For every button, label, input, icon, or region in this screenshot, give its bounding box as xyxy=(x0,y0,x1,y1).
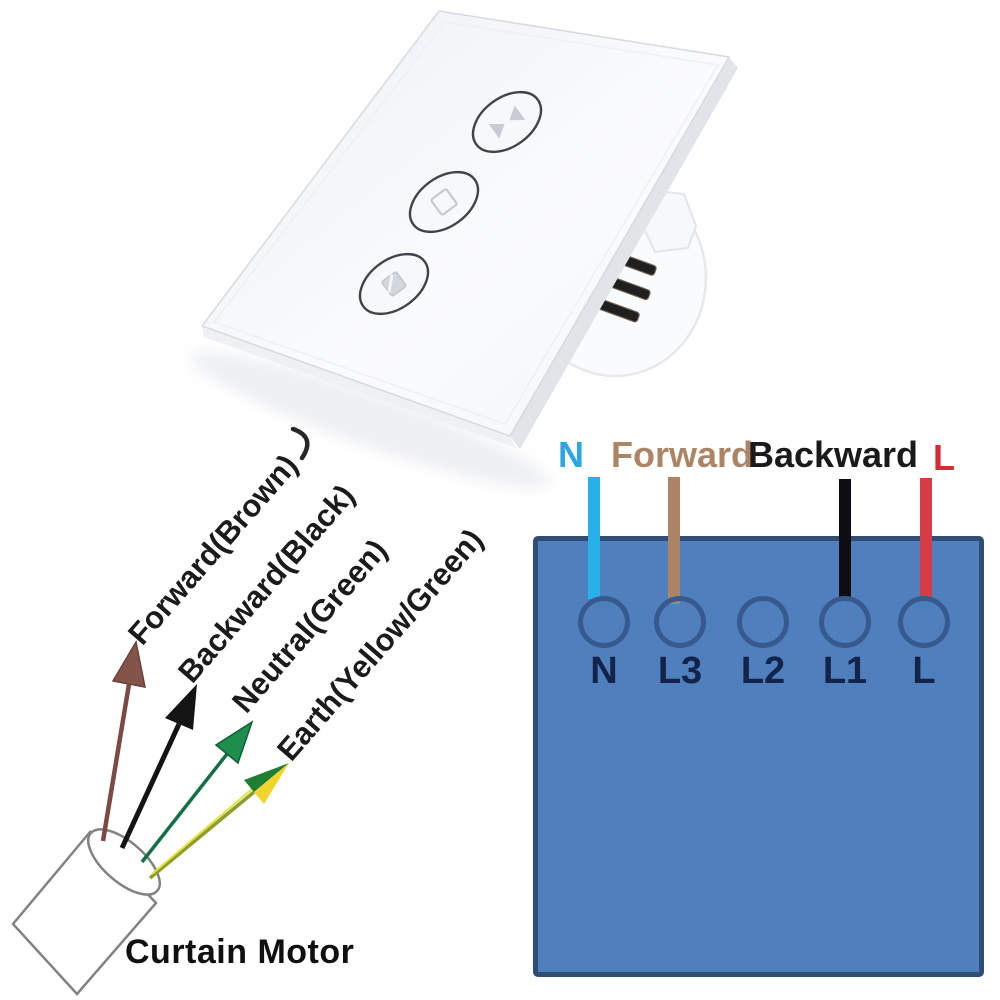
panel-bottom-edge xyxy=(202,326,516,448)
switch-panel-face xyxy=(200,10,731,437)
switch-panel-inner-line xyxy=(212,21,720,425)
terminal-circle-l xyxy=(898,596,950,648)
signal-arc-icon xyxy=(290,426,310,461)
terminal-circle-l1 xyxy=(819,596,871,648)
forward-wire-arrow xyxy=(100,639,146,842)
neutral-input-wire xyxy=(588,477,600,599)
terminal-label-l2: L2 xyxy=(740,650,786,692)
terminal-label-n: N xyxy=(590,650,618,692)
curtain-open-button xyxy=(471,90,543,154)
curtain-open-icon xyxy=(488,105,526,139)
earth-wire-arrow xyxy=(148,763,289,880)
curtain-close-button xyxy=(358,252,430,316)
input-label-l: L xyxy=(933,437,955,478)
terminal-circle-n xyxy=(578,596,630,648)
live-input-wire xyxy=(920,478,932,599)
stop-icon xyxy=(430,188,458,216)
input-label-forward: Forward xyxy=(610,434,754,475)
stop-button xyxy=(408,170,480,234)
curtain-motor-figure xyxy=(11,828,161,996)
terminal-circle-l3 xyxy=(654,596,706,648)
backward-wire-arrow xyxy=(119,684,197,850)
terminal-label-l1: L1 xyxy=(822,650,868,692)
curtain-motor-caption: Curtain Motor xyxy=(125,933,355,971)
terminal-circle-l2 xyxy=(737,596,789,648)
input-label-n: N xyxy=(558,434,584,475)
input-label-backward: Backward xyxy=(747,434,919,475)
forward-input-wire xyxy=(668,477,680,604)
curtain-close-icon xyxy=(381,271,407,297)
panel-shadow xyxy=(190,352,550,488)
terminal-label-l: L xyxy=(912,650,936,692)
backward-input-wire xyxy=(839,479,851,600)
neutral-wire-arrow xyxy=(140,720,254,864)
panel-side-edge xyxy=(510,57,738,449)
terminal-label-l3: L3 xyxy=(657,650,703,692)
